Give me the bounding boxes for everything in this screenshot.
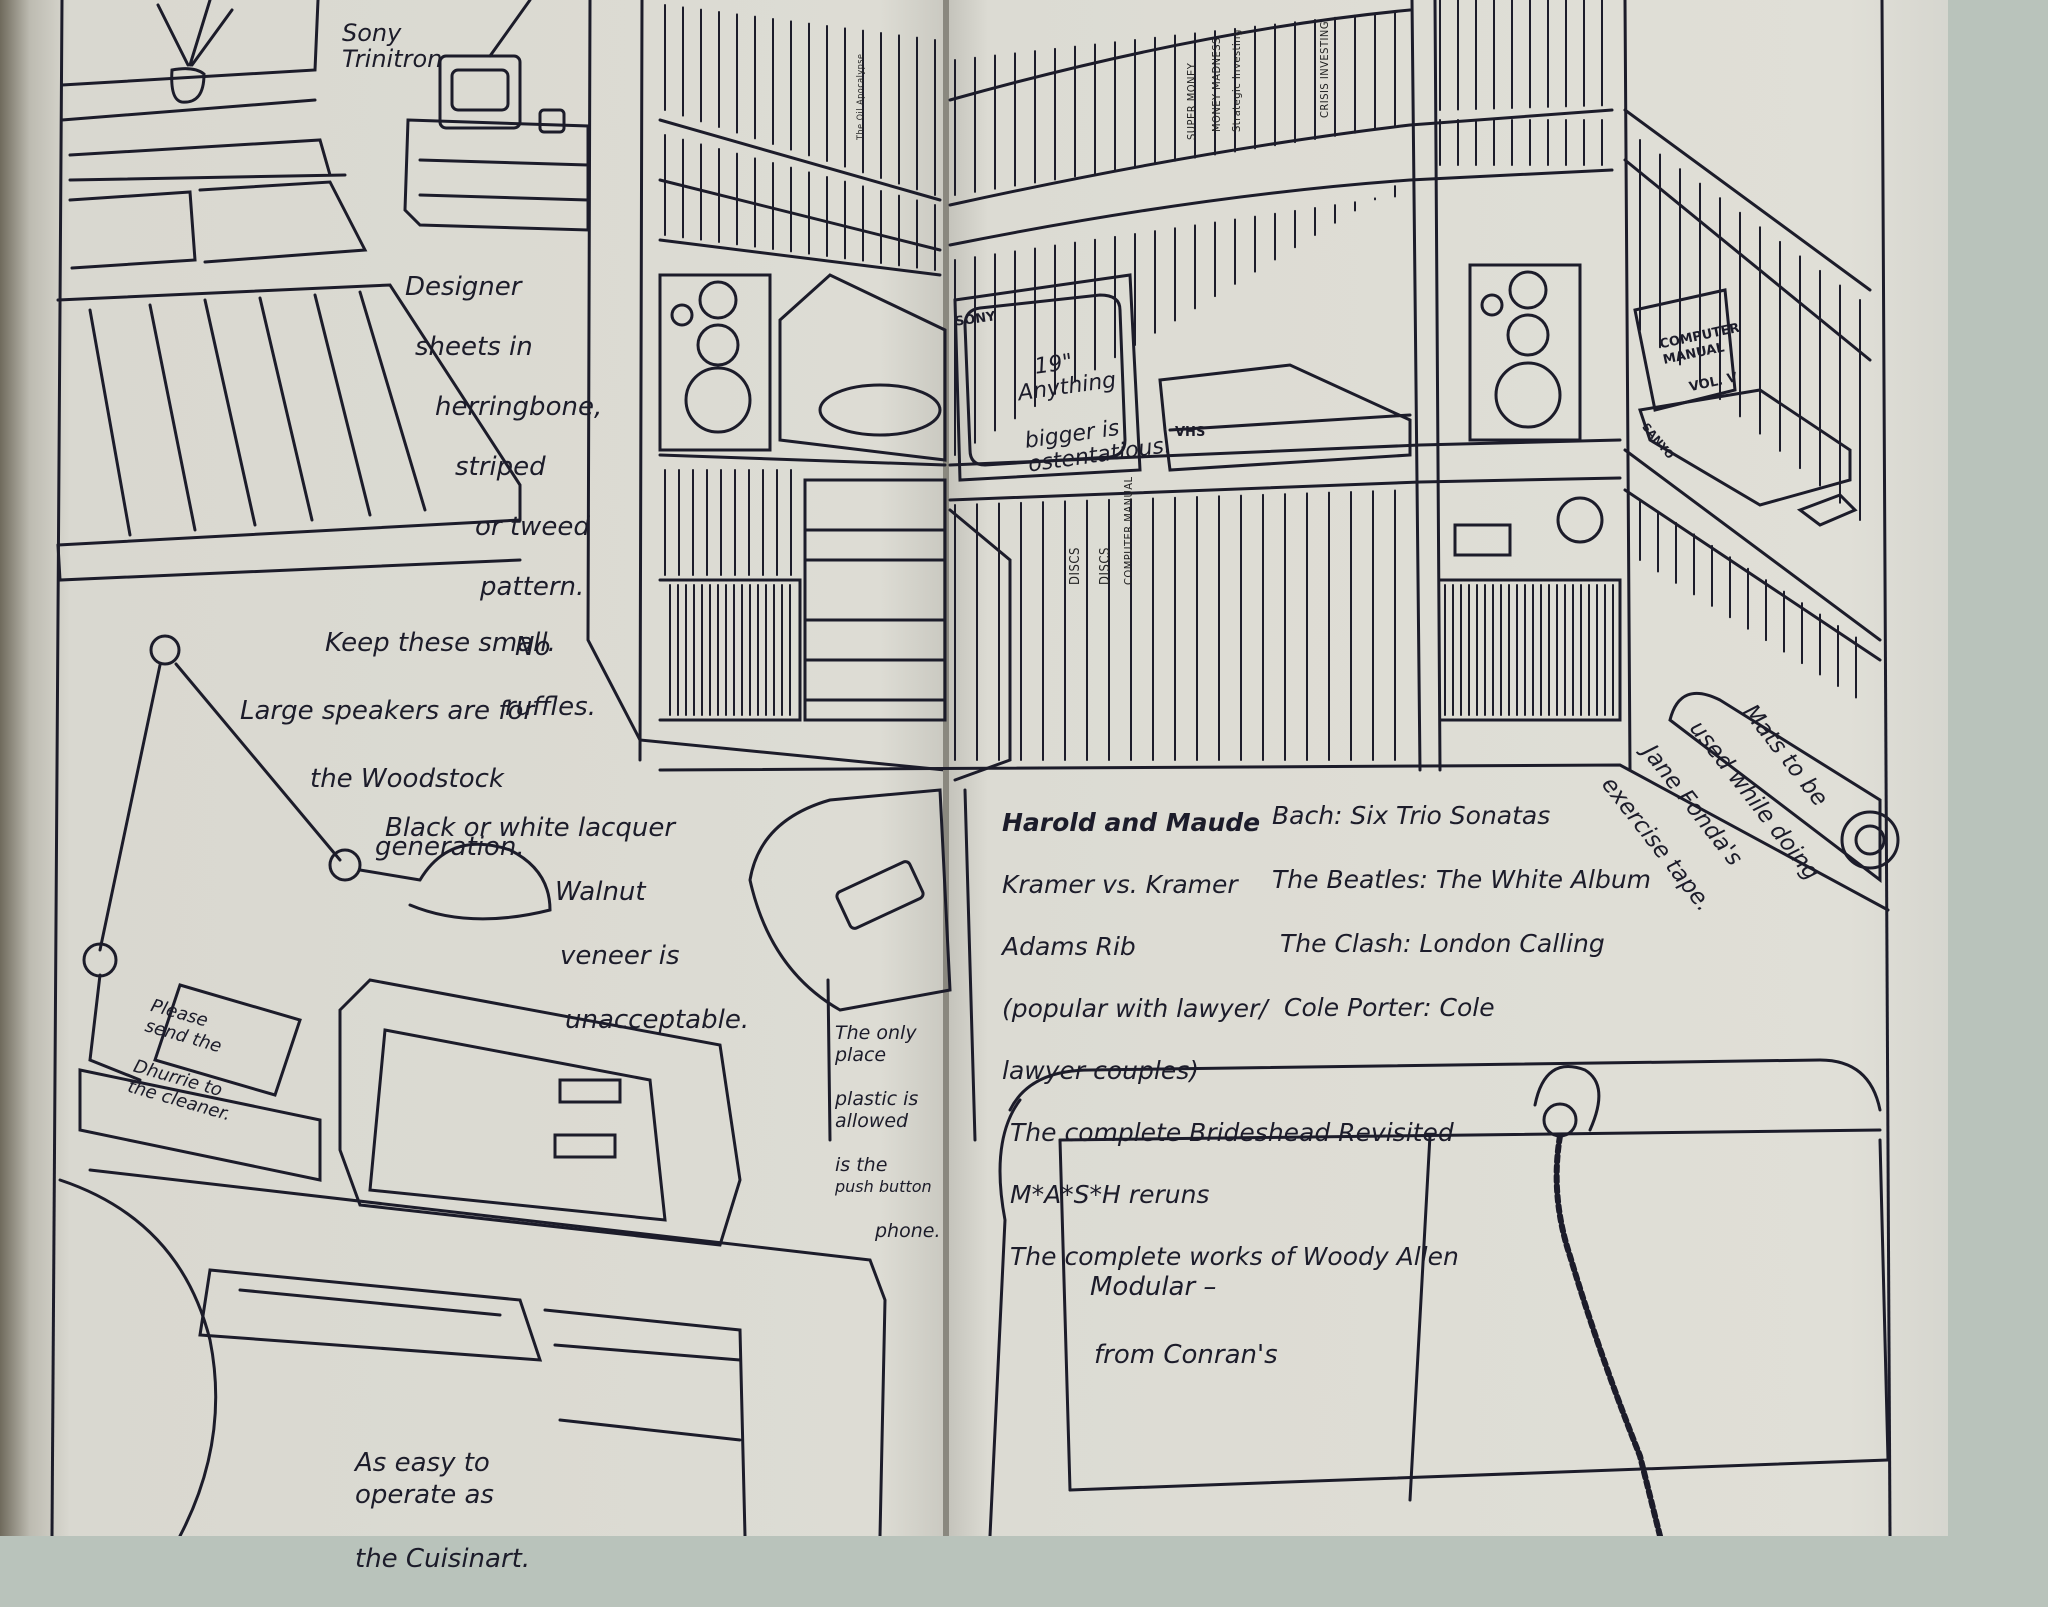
line-illustration xyxy=(50,0,1900,1536)
modular-sofa-icon xyxy=(988,1058,1890,1536)
walkman-icon xyxy=(1453,496,1604,557)
vcr-icon xyxy=(1158,363,1412,472)
book-spine: The Oil Apocalypse xyxy=(856,53,866,140)
sofa-note: Modular – from Conran's xyxy=(1090,1272,1278,1370)
answering-machine-icon xyxy=(1638,388,1858,527)
stereo-rack-icon xyxy=(803,478,947,722)
bookshelves xyxy=(658,0,1890,912)
video-list: Harold and Maude Kramer vs. Kramer Adams… xyxy=(1002,808,1459,1271)
book-spine: Strategic Investing xyxy=(1230,29,1243,132)
speakers-note: Keep these small. Large speakers are for… xyxy=(240,628,556,862)
book-spine: CRISIS INVESTING xyxy=(1318,21,1331,118)
vcr-label: VHS xyxy=(1175,425,1206,440)
television-icon xyxy=(953,273,1142,482)
exercise-mat-icon xyxy=(1668,691,1900,884)
plant-icon xyxy=(60,0,320,122)
music-list: Bach: Six Trio Sonatas The Beatles: The … xyxy=(1272,801,1652,1022)
disc-spine: DISCS xyxy=(1098,547,1113,585)
book-spine: SUPER MONEY xyxy=(1185,62,1198,140)
book-spine: MONEY MADNESS xyxy=(1210,37,1223,132)
turntable-icon xyxy=(778,273,947,462)
headphones-icon xyxy=(1533,1065,1663,1536)
disc-spine: DISCS xyxy=(1068,547,1083,585)
small-tv-icon xyxy=(403,0,590,232)
computer-manual-icon xyxy=(1633,288,1737,412)
lacquer-note: Black or white lacquer Walnut veneer is … xyxy=(385,813,750,1035)
disc-spine: COMPUTER MANUAL xyxy=(1122,476,1135,586)
push-button-phone-icon xyxy=(748,788,977,1142)
cabinet-door xyxy=(948,508,1012,782)
bed-icon xyxy=(56,138,522,582)
desk-lamp-icon xyxy=(82,634,552,1082)
sheets-note: Designer sheets in herringbone, striped … xyxy=(405,272,603,722)
computer-icon xyxy=(58,978,887,1536)
speaker-left-icon xyxy=(658,273,772,452)
speaker-right-icon xyxy=(1468,263,1582,442)
book-spines xyxy=(664,0,1861,761)
